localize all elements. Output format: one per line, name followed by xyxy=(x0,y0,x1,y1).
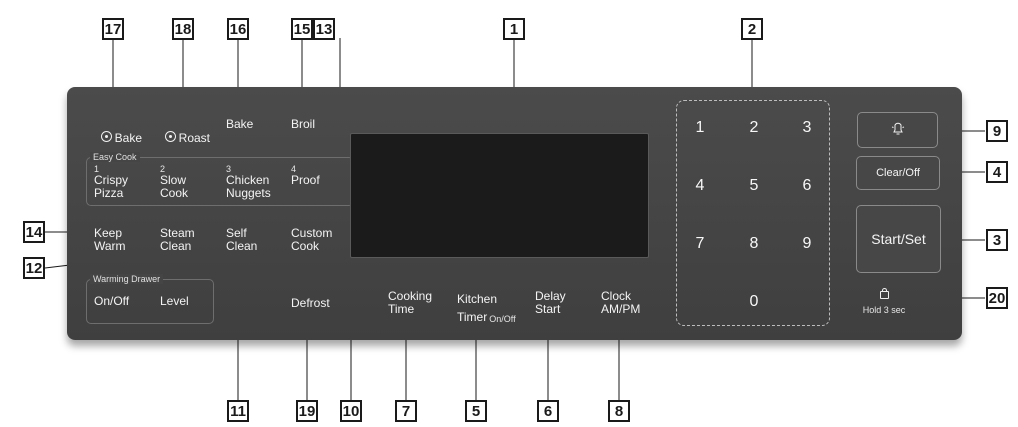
keypad-key-3[interactable]: 3 xyxy=(802,119,812,136)
easy-cook-label: Crispy Pizza xyxy=(94,173,129,200)
convection-roast-button[interactable]: Roast xyxy=(158,118,210,145)
keypad-key-7[interactable]: 7 xyxy=(695,235,705,252)
callout-4: 4 xyxy=(986,161,1008,183)
convection-bake-button[interactable]: Bake xyxy=(94,118,142,145)
easy-cook-label: Chicken Nuggets xyxy=(226,173,271,200)
easy-cook-chicken-nuggets-button[interactable]: 3 Chicken Nuggets xyxy=(226,164,271,200)
callout-14: 14 xyxy=(23,221,45,243)
delay-start-button[interactable]: Delay Start xyxy=(535,289,566,316)
callout-18: 18 xyxy=(172,18,194,40)
keypad-key-9[interactable]: 9 xyxy=(802,235,812,252)
callout-19: 19 xyxy=(296,400,318,422)
control-lock-button[interactable]: Hold 3 sec xyxy=(855,286,913,315)
convection-bake-label: Bake xyxy=(114,131,143,145)
callout-5: 5 xyxy=(465,400,487,422)
easy-cook-label: Proof xyxy=(291,173,320,187)
display-screen xyxy=(350,133,649,258)
lock-icon xyxy=(879,288,889,299)
warming-drawer-title: Warming Drawer xyxy=(90,274,164,284)
keypad-key-4[interactable]: 4 xyxy=(695,177,705,194)
control-lock-label: Hold 3 sec xyxy=(862,305,906,315)
self-clean-button[interactable]: Self Clean xyxy=(226,226,258,253)
defrost-button[interactable]: Defrost xyxy=(291,296,330,310)
convection-fan-icon xyxy=(100,131,112,142)
easy-cook-number: 2 xyxy=(160,164,166,174)
kitchen-timer-on-off-label: On/Off xyxy=(489,314,516,324)
keep-warm-button[interactable]: Keep Warm xyxy=(94,226,126,253)
keypad-key-8[interactable]: 8 xyxy=(749,235,759,252)
number-keypad xyxy=(676,100,830,326)
callout-7: 7 xyxy=(395,400,417,422)
easy-cook-label: Slow Cook xyxy=(160,173,189,200)
callout-10: 10 xyxy=(340,400,362,422)
light-bulb-icon xyxy=(891,122,904,135)
convection-roast-label: Roast xyxy=(178,131,211,145)
callout-3: 3 xyxy=(986,229,1008,251)
easy-cook-number: 1 xyxy=(94,164,100,174)
keypad-key-5[interactable]: 5 xyxy=(749,177,759,194)
keypad-key-1[interactable]: 1 xyxy=(695,119,705,136)
cooking-time-button[interactable]: Cooking Time xyxy=(388,289,433,316)
callout-1: 1 xyxy=(503,18,525,40)
clear-off-button[interactable]: Clear/Off xyxy=(856,156,940,190)
callout-20: 20 xyxy=(986,287,1008,309)
easy-cook-title: Easy Cook xyxy=(90,152,140,162)
broil-button[interactable]: Broil xyxy=(291,117,316,131)
warming-drawer-level-button[interactable]: Level xyxy=(160,294,189,308)
steam-clean-button[interactable]: Steam Clean xyxy=(160,226,195,253)
callout-12: 12 xyxy=(23,257,45,279)
oven-light-button[interactable] xyxy=(857,112,938,148)
callout-13: 13 xyxy=(313,18,335,40)
convection-fan-icon xyxy=(164,131,176,142)
kitchen-timer-label: Kitchen Timer xyxy=(457,292,498,324)
callout-11: 11 xyxy=(227,400,249,422)
callout-16: 16 xyxy=(227,18,249,40)
callout-6: 6 xyxy=(537,400,559,422)
callout-8: 8 xyxy=(608,400,630,422)
keypad-key-6[interactable]: 6 xyxy=(802,177,812,194)
easy-cook-crispy-pizza-button[interactable]: 1 Crispy Pizza xyxy=(94,164,128,200)
warming-drawer-on-off-button[interactable]: On/Off xyxy=(94,294,130,308)
easy-cook-number: 4 xyxy=(291,164,297,174)
keypad-key-0[interactable]: 0 xyxy=(749,293,759,310)
start-set-button[interactable]: Start/Set xyxy=(856,205,941,273)
callout-9: 9 xyxy=(986,120,1008,142)
callout-2: 2 xyxy=(741,18,763,40)
custom-cook-button[interactable]: Custom Cook xyxy=(291,226,333,253)
keypad-key-2[interactable]: 2 xyxy=(749,119,759,136)
clock-button[interactable]: Clock AM/PM xyxy=(601,289,641,316)
callout-17: 17 xyxy=(102,18,124,40)
easy-cook-slow-cook-button[interactable]: 2 Slow Cook xyxy=(160,164,188,200)
easy-cook-number: 3 xyxy=(226,164,232,174)
easy-cook-proof-button[interactable]: 4 Proof xyxy=(291,164,320,187)
bake-button[interactable]: Bake xyxy=(226,117,254,131)
callout-15: 15 xyxy=(291,18,313,40)
